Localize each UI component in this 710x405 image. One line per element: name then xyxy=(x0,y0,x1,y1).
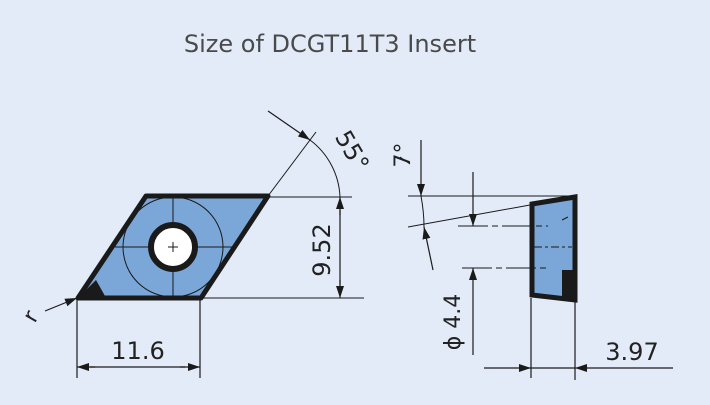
dim-clearance-angle: 7° xyxy=(391,143,416,168)
dim-angle: 55° xyxy=(329,126,375,177)
diagram-title: Size of DCGT11T3 Insert xyxy=(183,30,477,58)
dim-radius: r xyxy=(18,306,45,327)
insert-side-view: 7° ϕ 4.4 3.97 xyxy=(391,140,673,380)
dim-hole-diameter: ϕ 4.4 xyxy=(441,294,466,351)
dim-inscribed-circle: 9.52 xyxy=(308,223,336,276)
insert-top-view: 9.52 55° 11.6 r xyxy=(18,110,375,378)
corner-radius-mark xyxy=(80,280,105,296)
dim-thickness: 3.97 xyxy=(605,338,658,366)
dim-edge-length: 11.6 xyxy=(111,337,164,365)
